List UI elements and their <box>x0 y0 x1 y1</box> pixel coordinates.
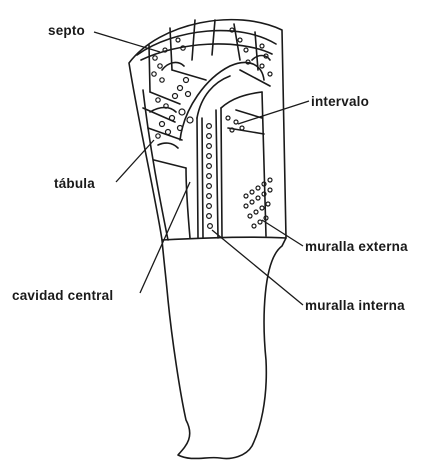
outer-body-outline <box>129 20 286 459</box>
inner-wall-right <box>216 110 218 238</box>
cavity-lower-left <box>186 168 190 238</box>
inner-wall-left-2 <box>202 118 203 238</box>
leader-lines <box>94 32 309 305</box>
label-intervalo: intervalo <box>311 95 369 109</box>
septum-7 <box>172 70 206 80</box>
cavity-arch-inner <box>197 76 230 118</box>
tabula-3 <box>162 63 184 70</box>
septum-3 <box>192 20 195 60</box>
label-cavidad-central: cavidad central <box>12 289 113 303</box>
cavity-arch <box>180 62 264 140</box>
upper-rim-back <box>141 44 272 60</box>
outer-wall-inner-line <box>262 92 266 236</box>
leader-tabula <box>116 140 154 182</box>
label-septo: septo <box>48 24 85 38</box>
outer-wall-edge <box>143 90 168 240</box>
leader-septo <box>94 32 160 52</box>
septum-10 <box>148 128 182 140</box>
label-muralla-externa: muralla externa <box>305 240 408 254</box>
septum-12 <box>236 110 262 118</box>
leader-intervalo <box>238 101 309 124</box>
tabula-2 <box>150 108 176 113</box>
septum-4 <box>212 20 215 55</box>
label-tabula: tábula <box>54 177 95 191</box>
cavity-step <box>221 92 262 108</box>
septum-11 <box>154 160 186 168</box>
septum-1 <box>149 45 150 92</box>
septum-14 <box>240 70 270 86</box>
label-muralla-interna: muralla interna <box>305 299 405 313</box>
tabula-1 <box>158 143 178 148</box>
leader-muralla-externa <box>262 220 303 246</box>
inner-wall-right-2 <box>221 108 222 238</box>
septum-6 <box>255 32 258 70</box>
leader-muralla-interna <box>212 230 303 305</box>
inner-wall-left <box>197 118 198 238</box>
